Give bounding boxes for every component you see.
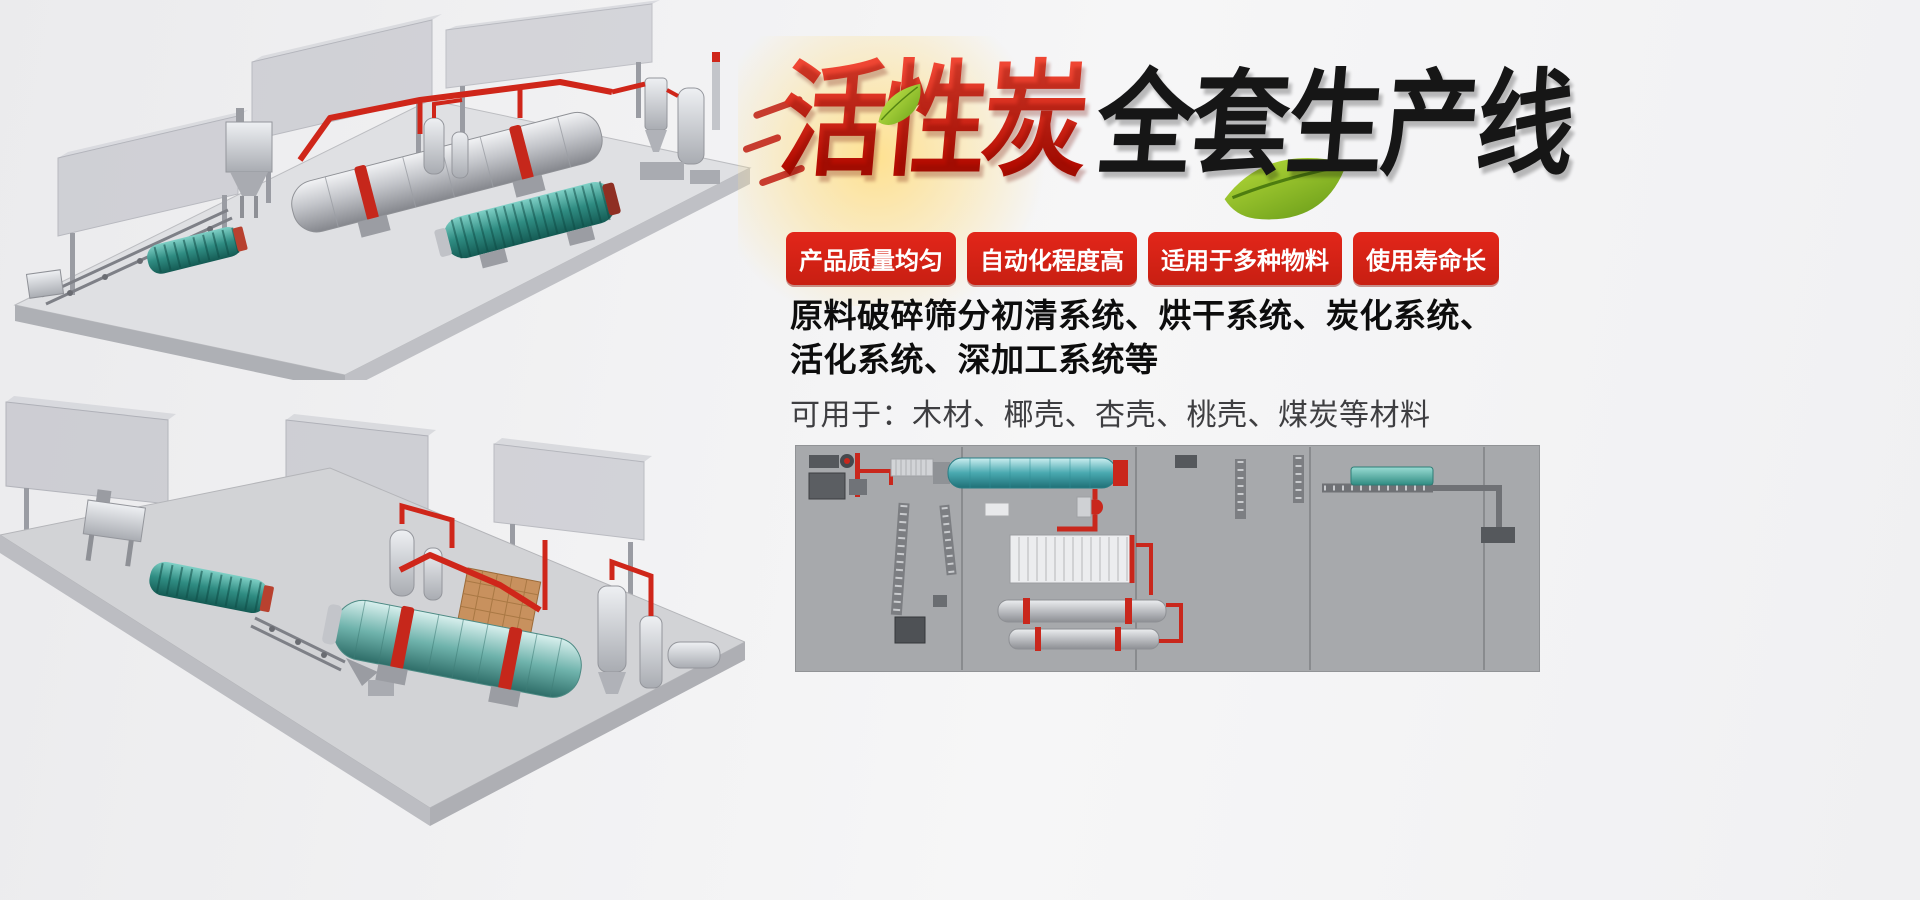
feature-badge-materials: 适用于多种物料 — [1148, 232, 1342, 285]
title-red-text: 活性炭 — [774, 52, 1103, 191]
feature-badge-lifespan: 使用寿命长 — [1353, 232, 1499, 285]
plant-layout-panel — [795, 445, 1540, 672]
title-black-text: 全套生产线 — [1091, 60, 1578, 189]
feature-badges: 产品质量均匀 自动化程度高 适用于多种物料 使用寿命长 — [786, 232, 1499, 285]
leaf-icon — [1224, 157, 1347, 220]
production-line-render-bottom — [0, 396, 745, 826]
feature-badge-automation: 自动化程度高 — [967, 232, 1137, 285]
description-line-2: 活化系统、深加工系统等 — [790, 340, 1159, 378]
description-block: 原料破碎筛分初清系统、烘干系统、炭化系统、 活化系统、深加工系统等 可用于：木材… — [790, 294, 1494, 434]
plant-layout-diagram — [795, 445, 1540, 672]
materials-line: 可用于：木材、椰壳、杏壳、桃壳、煤炭等材料 — [790, 399, 1431, 433]
description-line-1: 原料破碎筛分初清系统、烘干系统、炭化系统、 — [790, 297, 1494, 334]
production-line-render-top — [13, 0, 752, 380]
feature-badge-quality: 产品质量均匀 — [786, 232, 956, 285]
leaf-icon — [878, 83, 921, 125]
